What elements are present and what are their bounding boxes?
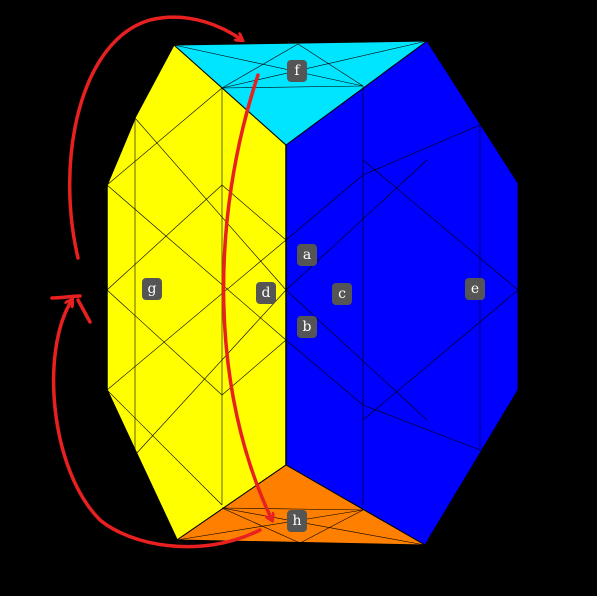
yellow-face-construction-lines	[106, 87, 287, 506]
bottom-face-construction-lines	[176, 507, 426, 546]
label-b: b	[297, 316, 317, 338]
rotation-arrows	[50, 15, 272, 549]
arrow-left-upper	[67, 15, 242, 260]
arrow-left-mid-tick	[76, 298, 92, 324]
arrow-vertical	[221, 73, 272, 520]
polyhedron-outline	[106, 117, 287, 541]
label-g: g	[142, 278, 162, 300]
label-a: a	[297, 244, 317, 266]
label-h: h	[287, 510, 307, 532]
label-c: c	[332, 283, 352, 305]
arrow-left-lower-tail	[50, 294, 82, 300]
label-d: d	[256, 282, 276, 304]
arrow-left-lower	[51, 300, 262, 549]
face-top-cyan	[172, 40, 429, 146]
label-f: f	[287, 60, 307, 82]
label-e: e	[465, 278, 485, 300]
